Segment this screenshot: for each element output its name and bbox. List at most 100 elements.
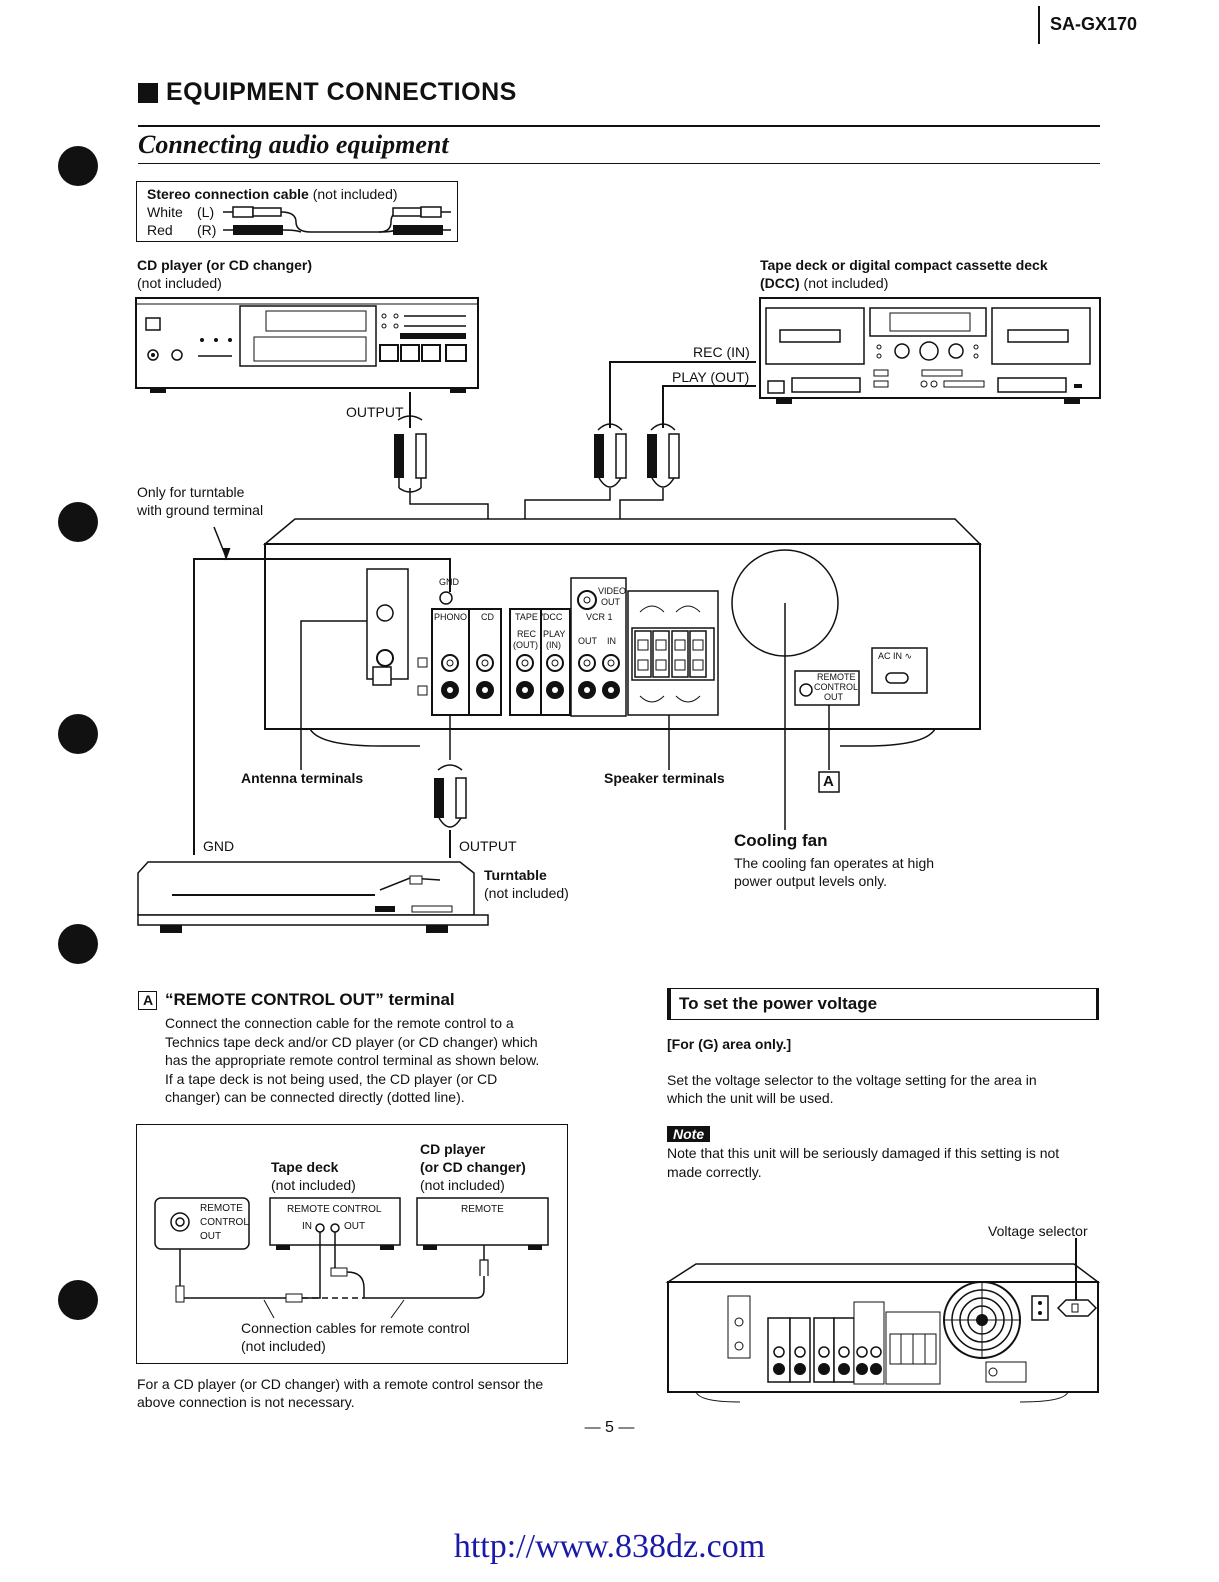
voltage-text-2: which the unit will be used.: [667, 1090, 834, 1106]
turntable-illustration: [137, 861, 489, 933]
remote-section-title: “REMOTE CONTROL OUT” terminal: [165, 990, 455, 1009]
remote-tape-note: (not included): [271, 1177, 356, 1193]
binder-hole: [58, 924, 98, 964]
subtitle: Connecting audio equipment: [138, 130, 449, 159]
remote-body-line: changer) can be connected directly (dott…: [165, 1089, 465, 1105]
tape-remote-out-label: OUT: [344, 1221, 366, 1232]
cd-player-title: CD player (or CD changer): [137, 257, 313, 273]
amplifier-rear-panel: [262, 518, 982, 747]
voltage-title-box: To set the power voltage: [667, 988, 1099, 1020]
red-channel: (R): [197, 222, 217, 238]
ac-in-label: AC IN ∿: [878, 651, 913, 661]
section-title-text: EQUIPMENT CONNECTIONS: [166, 78, 517, 106]
remote-cd-note: (not included): [420, 1177, 505, 1193]
video-out-label-1: VIDEO: [598, 586, 627, 596]
remote-body-line: If a tape deck is not being used, the CD…: [165, 1070, 498, 1087]
remote-body-line: Technics tape deck and/or CD player (or …: [165, 1033, 538, 1050]
remote-out-label-3: OUT: [824, 692, 843, 702]
footer-url[interactable]: http://www.838dz.com: [453, 1528, 766, 1565]
turntable-title: Turntable: [484, 867, 547, 883]
title-rule: [138, 125, 1100, 127]
play-in-label-1: PLAY: [543, 629, 566, 639]
cd-player-note: (not included): [137, 275, 222, 291]
cd-remote-panel-label: REMOTE: [461, 1204, 504, 1215]
remote-out-label-2: CONTROL: [814, 682, 859, 692]
voltage-title: To set the power voltage: [679, 994, 878, 1013]
speaker-terminals-label: Speaker terminals: [604, 770, 725, 786]
remote-tape-title: Tape deck: [271, 1159, 339, 1175]
voltage-text-1: Set the voltage selector to the voltage …: [667, 1072, 1037, 1088]
rca-plugs-tape-rec: [594, 423, 627, 488]
rec-out-label-2: (OUT): [513, 640, 538, 650]
cooling-fan-text-2: power output levels only.: [734, 873, 888, 889]
page-number: — 5 —: [584, 1419, 635, 1436]
stereo-cable-illustration: [223, 206, 451, 235]
red-label: Red: [147, 222, 173, 238]
play-out-label: PLAY (OUT): [672, 369, 750, 385]
remote-footer-1: For a CD player (or CD changer) with a r…: [137, 1376, 544, 1392]
gnd-terminal-label: GND: [439, 577, 459, 587]
binder-hole: [58, 502, 98, 542]
section-a-marker: A: [143, 992, 154, 1008]
section-square-icon: [138, 82, 158, 103]
vcr-in-label: IN: [607, 636, 616, 646]
remote-cables-label-2: (not included): [241, 1338, 326, 1354]
video-out-label-2: OUT: [601, 597, 620, 607]
remote-cd-title-2: (or CD changer): [420, 1159, 526, 1175]
rec-out-label-1: REC: [517, 629, 537, 639]
cd-player-illustration: [135, 297, 479, 393]
voltage-selector-label: Voltage selector: [988, 1223, 1088, 1239]
note-text-1: Note that this unit will be seriously da…: [667, 1145, 1060, 1161]
remote-out-label-1: REMOTE: [817, 672, 856, 682]
cable-legend-box: Stereo connection cable (not included) W…: [136, 181, 458, 242]
rear-panel-small-diagram: [665, 1238, 1101, 1403]
tape-deck-title-line2: (DCC) (not included): [760, 275, 889, 291]
section-title: EQUIPMENT CONNECTIONS: [138, 78, 517, 107]
remote-cable-diagram: [154, 1197, 549, 1319]
cable-legend-title: Stereo connection cable (not included): [147, 186, 398, 202]
white-channel: (L): [197, 204, 215, 220]
remote-out-label-3b: OUT: [200, 1231, 222, 1242]
remote-out-label-1b: REMOTE: [200, 1203, 243, 1214]
cooling-fan-text-1: The cooling fan operates at high: [734, 855, 935, 871]
remote-cables-label-1: Connection cables for remote control: [241, 1320, 470, 1336]
turntable-note: (not included): [484, 885, 569, 901]
tape-deck-illustration: [759, 297, 1101, 404]
vcr-out-label: OUT: [578, 636, 597, 646]
rca-plugs-cd: [394, 415, 427, 493]
model-number: SA-GX170: [1050, 14, 1138, 34]
tape-deck-title: Tape deck or digital compact cassette de…: [760, 257, 1048, 273]
rec-in-label: REC (IN): [693, 344, 750, 360]
rca-plugs-tape-play: [647, 423, 680, 488]
connection-diagram: [135, 297, 1101, 933]
cd-output-label: OUTPUT: [346, 404, 404, 420]
section-a-marker-box: A: [138, 991, 157, 1010]
header-divider: [1038, 6, 1040, 44]
antenna-terminals-label: Antenna terminals: [241, 770, 364, 786]
remote-footer-2: above connection is not necessary.: [137, 1394, 355, 1410]
voltage-area: [For (G) area only.]: [667, 1036, 792, 1052]
white-label: White: [147, 204, 183, 220]
remote-out-label-2b: CONTROL: [200, 1217, 249, 1228]
binder-hole: [58, 714, 98, 754]
remote-diagram-box: [136, 1124, 568, 1364]
note-tag: Note: [667, 1126, 711, 1142]
note-text-2: made correctly.: [667, 1164, 762, 1180]
subtitle-rule: [138, 163, 1100, 164]
vcr1-label: VCR 1: [586, 612, 613, 622]
remote-body-line: has the appropriate remote control termi…: [165, 1052, 540, 1068]
remote-section-body: Connect the connection cable for the rem…: [165, 1014, 568, 1107]
marker-a: A: [823, 773, 834, 790]
cooling-fan-title: Cooling fan: [734, 831, 828, 850]
phono-label: PHONO: [434, 612, 468, 622]
tape-remote-panel-label: REMOTE CONTROL: [287, 1204, 382, 1215]
turntable-gnd-note-1: Only for turntable: [137, 484, 245, 500]
remote-body-line: Connect the connection cable for the rem…: [165, 1015, 514, 1031]
turntable-output-label: OUTPUT: [459, 838, 517, 854]
cd-input-label: CD: [481, 612, 494, 622]
gnd-bottom-label: GND: [203, 838, 235, 854]
rca-plugs-turntable: [434, 764, 467, 828]
binder-hole: [58, 146, 98, 186]
tape-dcc-label: TAPE /DCC: [515, 612, 563, 622]
tape-remote-in-label: IN: [302, 1221, 312, 1232]
